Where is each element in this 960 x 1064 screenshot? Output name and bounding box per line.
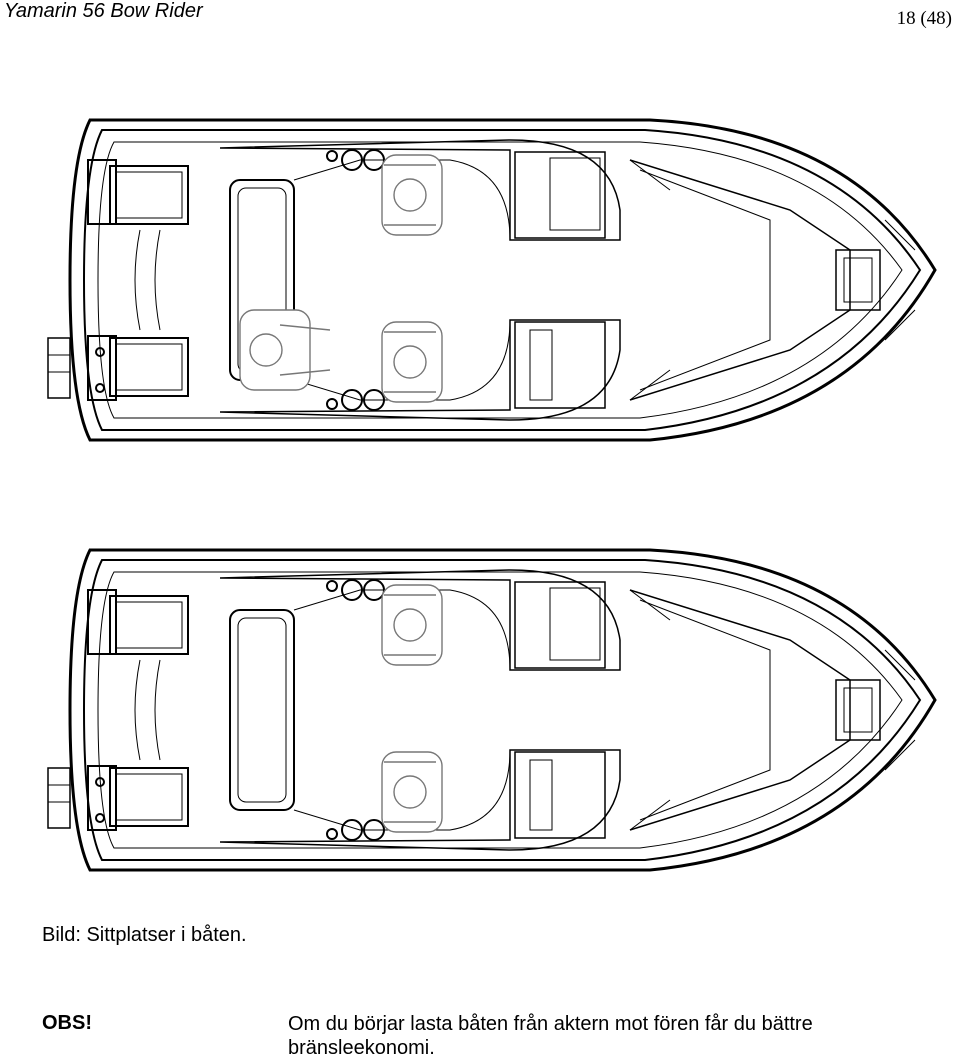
boat-seating-diagram-four-persons xyxy=(47,118,937,442)
note-text: Om du börjar lasta båten från aktern mot… xyxy=(288,1013,813,1059)
boat-seating-diagram-two-persons xyxy=(47,548,937,872)
person-silhouette xyxy=(381,751,443,833)
figure-caption: Bild: Sittplatser i båten. xyxy=(42,924,247,946)
person-silhouette xyxy=(381,154,443,236)
person-silhouette xyxy=(381,321,443,403)
note-label: OBS! xyxy=(42,1012,92,1034)
person-silhouette xyxy=(239,309,331,391)
document-title: Yamarin 56 Bow Rider xyxy=(4,0,203,22)
person-silhouette xyxy=(381,584,443,666)
page-number: 18 (48) xyxy=(896,8,952,29)
